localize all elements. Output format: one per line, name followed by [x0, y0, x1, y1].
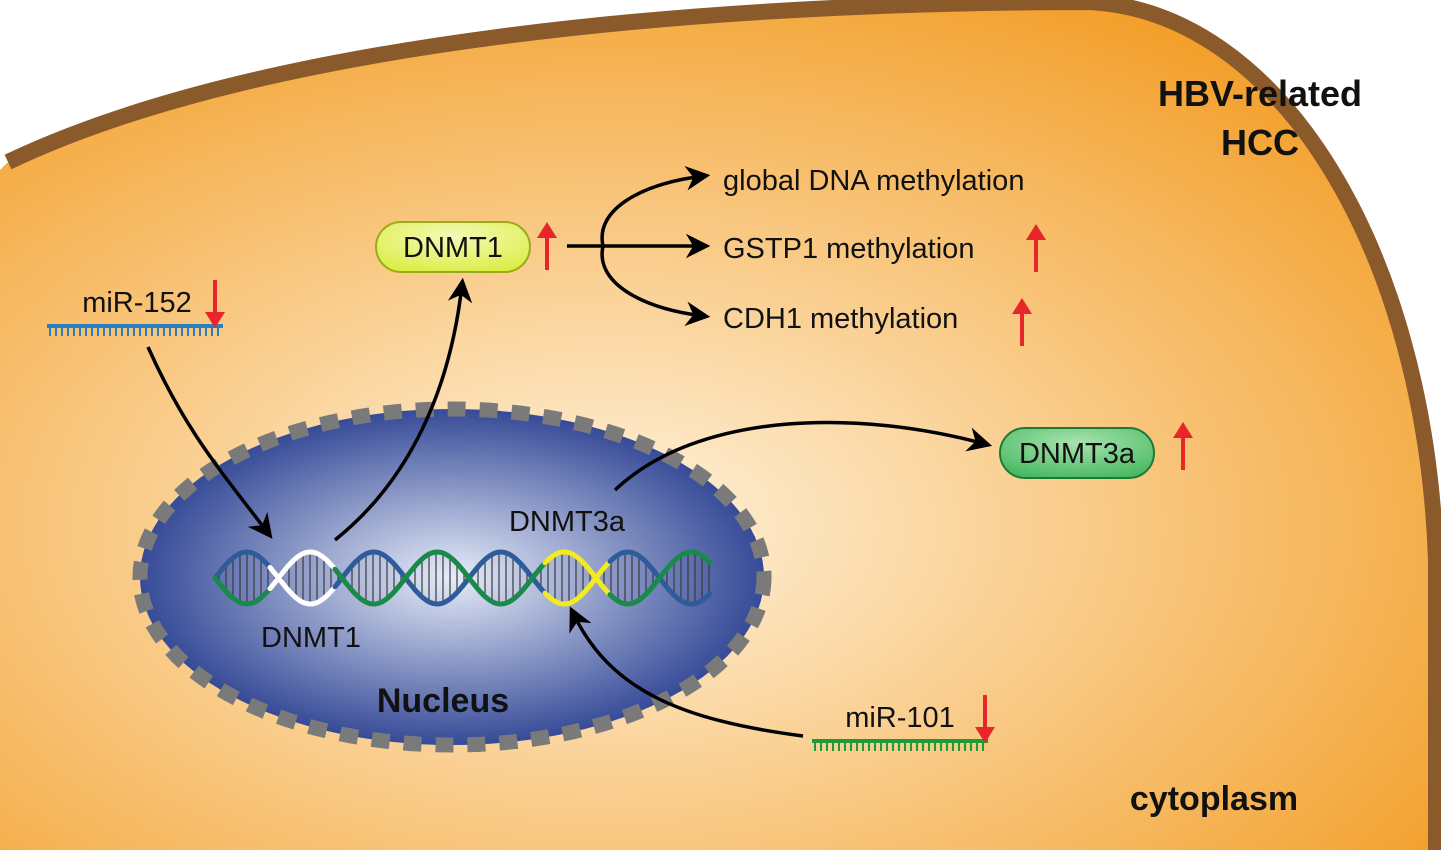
arrow-mir152-to-dna	[146, 346, 273, 539]
cell-membrane	[4, 0, 1441, 850]
mir152-down-arrow	[205, 280, 225, 328]
arrow-mir101-to-dna	[569, 606, 804, 738]
gstp1-up-arrow	[1026, 224, 1046, 272]
arrow-dnmt1-to-global	[600, 166, 711, 247]
dnmt1-protein: DNMT1	[375, 221, 557, 273]
dnmt3a-pill	[999, 427, 1155, 479]
outcome-global-methylation: global DNA methylation	[723, 165, 1024, 197]
mir101-group: miR-101	[812, 695, 995, 751]
dna-label-dnmt3a: DNMT3a	[509, 506, 626, 538]
mir152-group: miR-152	[47, 280, 225, 336]
cdh1-up-arrow	[1012, 298, 1032, 346]
dna-helix	[212, 549, 713, 607]
mir101-down-arrow	[975, 695, 995, 743]
dnmt3a-protein: DNMT3a	[999, 422, 1193, 479]
mir101-label: miR-101	[845, 702, 955, 734]
dnmt1-pill	[375, 221, 531, 273]
dnmt1-pill-label: DNMT1	[403, 232, 503, 264]
outcome-gstp1-methylation: GSTP1 methylation	[723, 233, 974, 265]
mir101-strand	[812, 739, 988, 751]
outcome-cdh1-methylation: CDH1 methylation	[723, 303, 958, 335]
dnmt3a-pill-label: DNMT3a	[1019, 438, 1136, 470]
mir152-strand	[47, 324, 223, 336]
arrow-dnmt1-to-cdh1	[600, 245, 711, 326]
arrow-dna-to-dnmt1	[333, 277, 473, 542]
nucleus-label: Nucleus	[377, 682, 509, 720]
cytoplasm-label: cytoplasm	[1130, 780, 1298, 818]
dnmt3a-up-arrow	[1173, 422, 1193, 470]
diagram-title-line1: HBV-related	[1158, 73, 1362, 114]
arrow-dna-to-dnmt3a	[613, 420, 993, 492]
dnmt1-up-arrow	[537, 222, 557, 270]
mir152-label: miR-152	[82, 287, 192, 319]
nuclear-envelope	[132, 401, 772, 753]
diagram-title-line2: HCC	[1221, 122, 1299, 163]
dna-label-dnmt1: DNMT1	[261, 622, 361, 654]
